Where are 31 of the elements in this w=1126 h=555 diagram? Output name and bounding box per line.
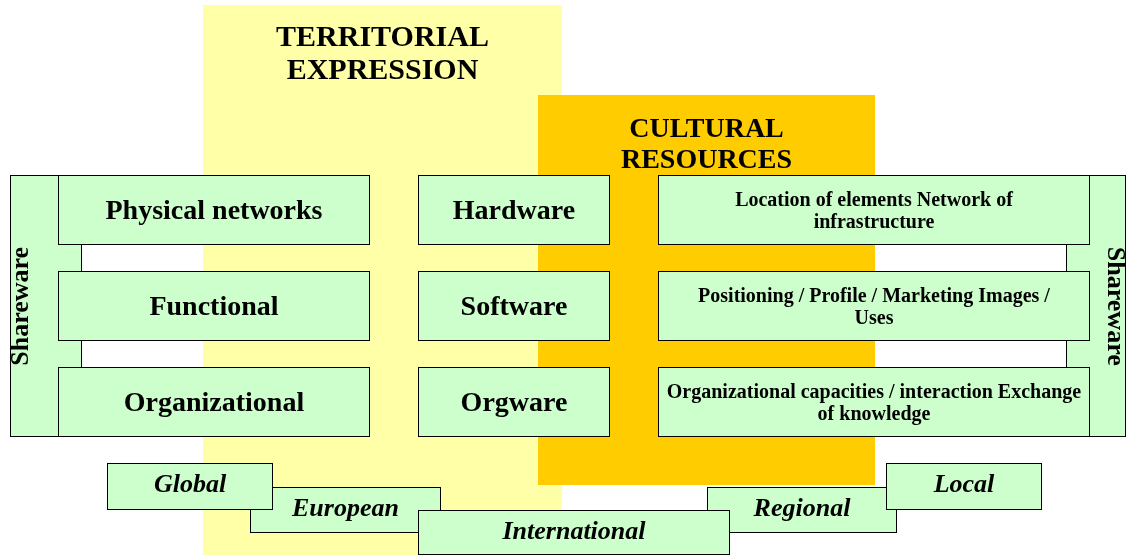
box-label: Positioning / Profile / Marketing Images / Uses	[697, 284, 1051, 328]
description-box	[658, 367, 1090, 437]
scale-box	[107, 463, 273, 510]
box-label: Hardware	[452, 194, 576, 226]
scale-box	[418, 510, 730, 555]
box-label: Global	[153, 470, 227, 499]
category-box	[58, 271, 370, 341]
box-label: Regional	[753, 494, 851, 523]
box-label: Local	[933, 470, 995, 499]
box-label: Shareware	[6, 246, 35, 366]
description-box	[658, 271, 1090, 341]
description-box	[658, 175, 1090, 245]
category-box	[58, 367, 370, 437]
box-label: Functional	[149, 290, 279, 322]
box-label: European	[292, 494, 399, 523]
box-label: Organizational	[123, 386, 305, 418]
box-label: International	[502, 517, 646, 546]
box-label: Software	[460, 290, 568, 322]
box-label: Orgware	[460, 386, 568, 418]
heading: TERRITORIAL EXPRESSION	[275, 19, 490, 85]
category-box	[58, 175, 370, 245]
box-label: Physical networks	[105, 194, 323, 226]
heading: CULTURAL RESOURCES	[619, 113, 794, 175]
box-label: Shareware	[1101, 246, 1126, 366]
category-box	[418, 367, 610, 437]
scale-box	[707, 487, 897, 533]
category-box	[418, 271, 610, 341]
scale-box	[886, 463, 1042, 510]
box-label: Location of elements Network of infrastructure	[734, 188, 1014, 232]
category-box	[418, 175, 610, 245]
box-label: Organizational capacities / interaction Exchange of knowledge	[665, 380, 1083, 424]
